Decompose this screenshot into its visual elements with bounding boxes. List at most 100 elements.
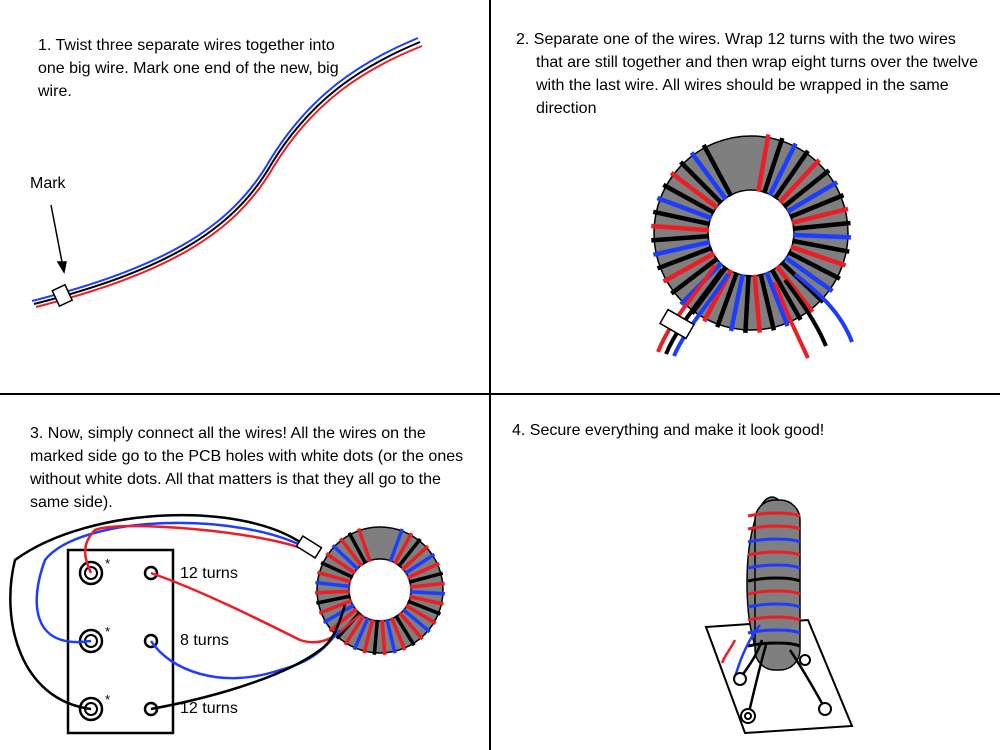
winding-turn (394, 614, 416, 647)
winding-turn (651, 233, 710, 243)
winding-turn (389, 617, 407, 651)
winding-turn (362, 618, 375, 654)
turns-label-bottom: 12 turns (180, 700, 238, 717)
winding-turn (652, 209, 711, 227)
pcb-wires (9, 513, 361, 711)
winding-turn (393, 532, 414, 565)
winding-turn (715, 271, 739, 328)
mounted-toroid (704, 496, 854, 735)
winding-turn (747, 537, 801, 544)
winding-turn (728, 273, 745, 332)
winding-turn (652, 239, 711, 257)
winding-turn (747, 511, 801, 518)
winding-turn (325, 552, 357, 575)
winding-turn (783, 255, 834, 293)
winding-turn (347, 531, 368, 565)
winding-turn (408, 594, 444, 606)
winding-turn (764, 271, 790, 327)
winding-turn (400, 544, 430, 572)
winding-turn (388, 528, 404, 563)
turns-label-top: 12 turns (180, 565, 238, 582)
winding-turn (408, 571, 444, 584)
winding-turn (339, 537, 364, 568)
winding-turn (404, 603, 437, 625)
dot-marker-top: * (105, 556, 111, 571)
winding-turn (407, 599, 442, 616)
winding-turn (662, 182, 716, 215)
winding-turn (791, 238, 850, 254)
winding-turn (773, 149, 810, 200)
winding-turn (385, 618, 397, 654)
winding-turn (762, 137, 785, 194)
toroid-leads (656, 263, 854, 359)
winding-turn (409, 589, 445, 596)
winding-turn (787, 250, 841, 281)
winding-turn (322, 603, 355, 625)
winding-turn (320, 560, 354, 579)
winding-turn (782, 168, 831, 209)
dot-marker-middle: * (105, 624, 111, 639)
winding-turn (409, 581, 445, 589)
winding-turn (651, 223, 710, 233)
winding-turn (747, 615, 801, 622)
step-3-text: 3. Now, simply connect all the wires! Al… (30, 425, 464, 511)
winding-turn (789, 244, 847, 268)
toroid-small-windings (314, 528, 445, 655)
winding-turn (767, 142, 798, 197)
winding-turn (656, 195, 713, 221)
toroid-wound (651, 134, 852, 333)
winding-turn (406, 561, 441, 580)
winding-turn (752, 274, 762, 333)
winding-turn (401, 607, 431, 634)
winding-turn (747, 576, 801, 583)
winding-turn (357, 528, 372, 563)
winding-turn (689, 151, 728, 201)
winding-turn (343, 614, 366, 646)
winding-turn (670, 256, 719, 296)
winding-turn (786, 180, 839, 214)
winding-turn (331, 544, 360, 571)
winding-turn (404, 552, 436, 575)
winding-turn (315, 580, 351, 589)
turns-label-middle: 8 turns (180, 632, 229, 649)
winding-turn (328, 607, 358, 633)
winding-turn (669, 171, 719, 210)
winding-turn (747, 563, 801, 570)
wire-mark-tag (51, 283, 74, 308)
dot-marker-bottom: * (105, 692, 111, 707)
winding-turn (777, 158, 821, 204)
winding-turn (314, 589, 351, 595)
winding-turn (769, 268, 803, 321)
winding-turn (315, 594, 351, 605)
winding-turn (747, 589, 801, 596)
winding-turn (380, 619, 387, 655)
winding-turn (318, 599, 353, 615)
step-1-text: 1. Twist three separate wires together i… (38, 37, 339, 100)
winding-turn (662, 251, 716, 284)
winding-turn (789, 193, 845, 220)
winding-turn (656, 245, 713, 271)
winding-turn (743, 274, 751, 333)
winding-turn (747, 524, 801, 531)
winding-turn (747, 628, 801, 635)
winding-turn (758, 273, 777, 331)
winding-turn (756, 134, 771, 193)
winding-turn (775, 264, 815, 314)
toroid-small (314, 526, 445, 655)
winding-turn (792, 220, 851, 232)
twisted-wire (31, 37, 423, 308)
winding-turn (792, 232, 852, 240)
winding-turn (791, 206, 849, 226)
pcb-holes (78, 560, 159, 722)
mounted-toroid-windings (747, 511, 801, 648)
winding-turn (398, 611, 424, 641)
winding-turn (747, 641, 801, 648)
winding-turn (701, 143, 734, 198)
step-2-text: 2. Separate one of the wires. Wrap 12 tu… (516, 31, 979, 117)
mark-label: Mark (30, 175, 66, 192)
mark-arrow (50, 204, 67, 275)
winding-turn (747, 550, 801, 557)
